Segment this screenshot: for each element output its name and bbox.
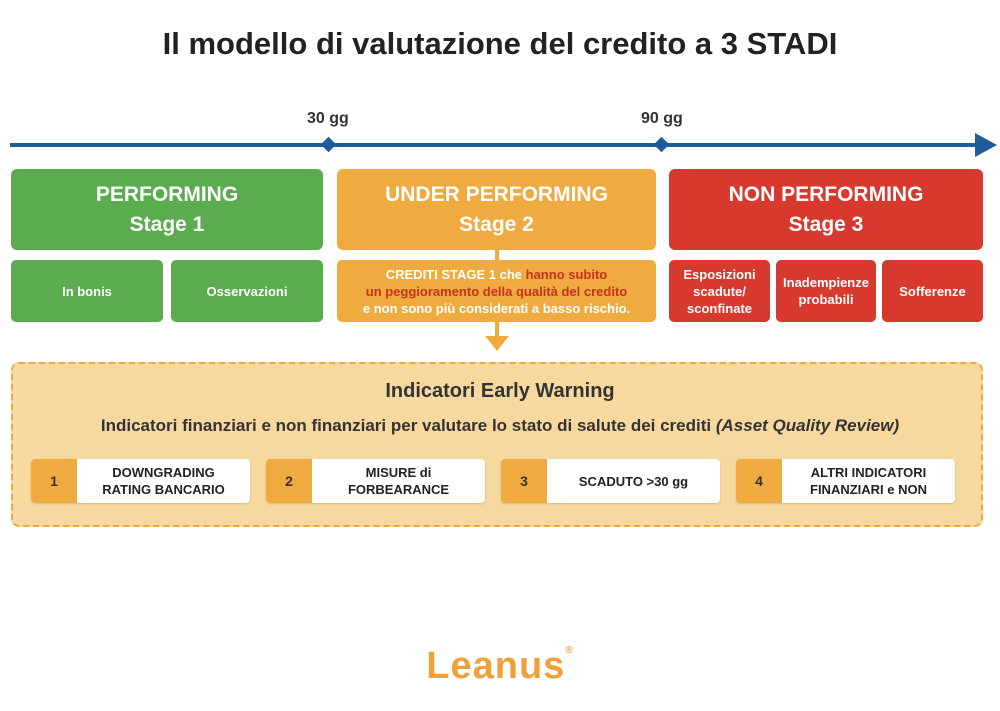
stage-1-item: Osservazioni (171, 260, 323, 322)
timeline-arrow-head (975, 133, 997, 157)
stage-number: Stage 2 (459, 212, 534, 236)
stage-name: NON PERFORMING (728, 182, 924, 206)
leanus-logo: Leanus® (426, 645, 574, 687)
indicator-number: 4 (736, 459, 782, 503)
indicator-label: ALTRI INDICATORI FINANZIARI e NON (810, 465, 927, 497)
stage-3-item: Esposizioni scadute/ sconfinate (669, 260, 770, 322)
timeline-label-90: 90 gg (641, 110, 683, 127)
timeline-marker-90 (653, 136, 670, 153)
early-warning-subtitle: Indicatori finanziari e non finanziari p… (100, 416, 900, 435)
stage-number: Stage 3 (788, 212, 864, 236)
stage-name: UNDER PERFORMING (385, 182, 608, 206)
connector-line (495, 322, 499, 338)
stage-3-header: NON PERFORMING Stage 3 (669, 169, 983, 250)
stage-1-header: PERFORMING Stage 1 (11, 169, 323, 250)
page-title: Il modello di valutazione del credito a … (162, 26, 838, 61)
indicator-card: 2 MISURE di FORBEARANCE (266, 459, 485, 503)
down-arrow-icon (485, 336, 509, 351)
timeline-marker-30 (320, 136, 337, 153)
indicator-number: 2 (266, 459, 312, 503)
indicator-card: 1 DOWNGRADING RATING BANCARIO (31, 459, 250, 503)
indicator-number: 1 (31, 459, 77, 503)
stage-number: Stage 1 (129, 212, 205, 236)
indicator-card: 3 SCADUTO >30 gg (501, 459, 720, 503)
early-warning-title: Indicatori Early Warning (385, 380, 615, 402)
timeline-axis (10, 143, 980, 147)
timeline-label-30: 30 gg (307, 110, 349, 127)
stage-2-description: CREDITI STAGE 1 che hanno subito un pegg… (337, 260, 656, 322)
indicator-label: MISURE di FORBEARANCE (347, 465, 450, 497)
stage-3-item: Inadempienze probabili (776, 260, 876, 322)
connector-line (495, 250, 499, 260)
stage-2-header: UNDER PERFORMING Stage 2 (337, 169, 656, 250)
indicator-number: 3 (501, 459, 547, 503)
indicator-label: SCADUTO >30 gg (578, 473, 689, 489)
indicator-card: 4 ALTRI INDICATORI FINANZIARI e NON (736, 459, 955, 503)
stage-3-item: Sofferenze (882, 260, 983, 322)
indicator-label: DOWNGRADING RATING BANCARIO (102, 465, 225, 497)
stage-1-item: In bonis (11, 260, 163, 322)
stage-name: PERFORMING (95, 182, 239, 206)
